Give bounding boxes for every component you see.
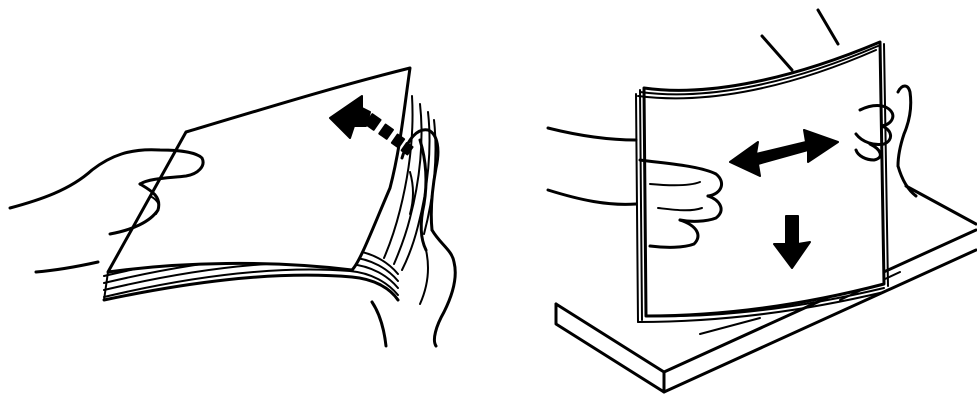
panel-align-stack <box>548 10 976 392</box>
top-sheet <box>108 68 410 272</box>
panel-fan-paper <box>10 68 455 346</box>
upright-paper-stack <box>636 42 888 322</box>
